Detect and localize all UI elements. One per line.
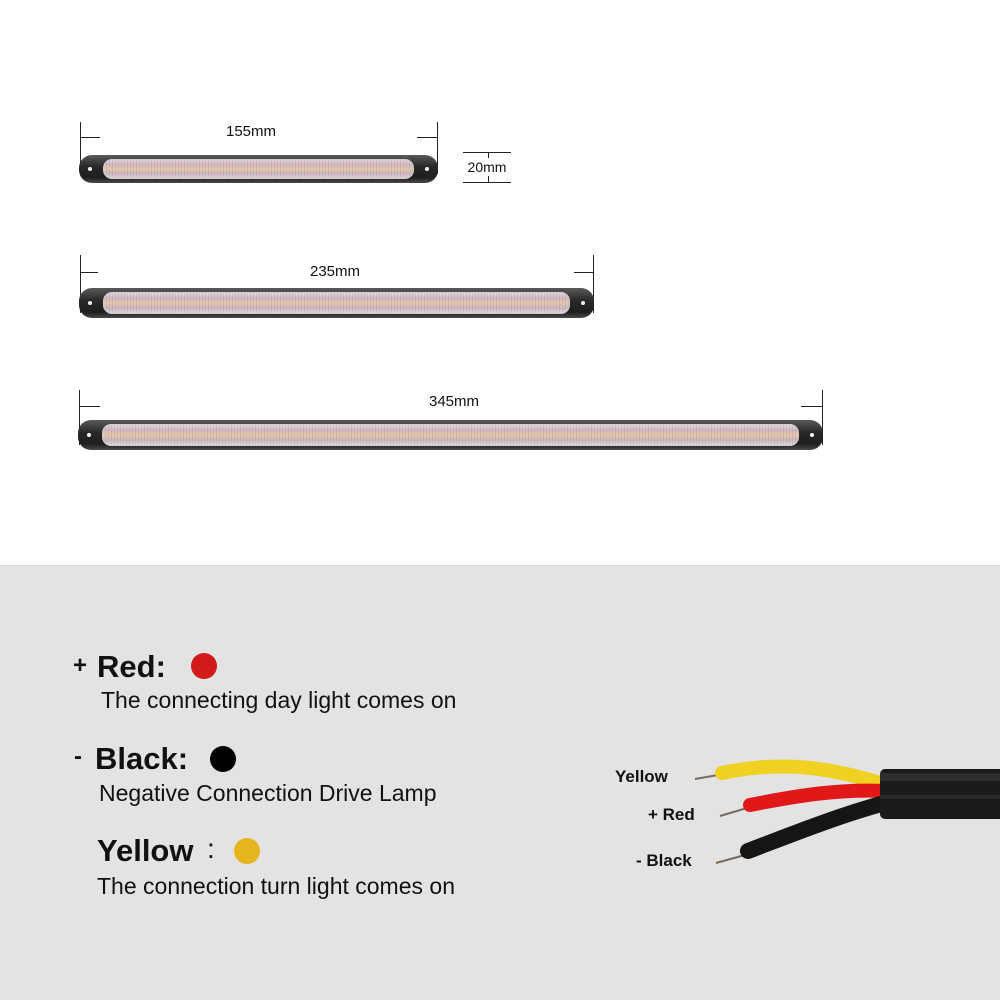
dim-arrow-right — [417, 137, 437, 138]
cable-illustration — [694, 759, 1000, 864]
height-top-line — [463, 152, 511, 153]
height-bottom-line — [463, 182, 511, 183]
dim-arrow-left — [80, 137, 100, 138]
dim-tick-right — [593, 255, 594, 313]
dim-arrow-right — [574, 272, 593, 273]
wire-label-red: + Red — [648, 805, 695, 824]
dim-tick-left — [80, 122, 81, 174]
dim-arrow-left — [79, 406, 100, 407]
lamp-bar-345mm — [78, 420, 823, 450]
dimensions-panel: 155mm 20mm 235mm 345mm — [78, 122, 823, 450]
led-lens — [103, 292, 570, 314]
lamp-bar-155mm — [79, 155, 438, 183]
legend-colon-yellow: : — [207, 833, 215, 864]
dim-tick-right — [822, 390, 823, 445]
dim-arrow-right — [801, 406, 822, 407]
legend-desc-black: Negative Connection Drive Lamp — [99, 780, 437, 806]
wire-label-yellow: Yellow — [615, 767, 668, 786]
dim-tick-left — [80, 255, 81, 313]
black-dot-icon — [210, 746, 236, 772]
red-dot-icon — [191, 653, 217, 679]
led-lens — [102, 424, 799, 446]
wire-label-black: - Black — [636, 851, 692, 870]
legend-desc-yellow: The connection turn light comes on — [97, 873, 455, 899]
height-label: 20mm — [467, 159, 507, 175]
wiring-panel: + Red: The connecting day light comes on… — [0, 565, 1000, 1000]
plus-sign: + — [73, 652, 88, 679]
legend-title-yellow: Yellow — [97, 833, 194, 868]
dim-tick-right — [437, 122, 438, 174]
yellow-dot-icon — [234, 838, 260, 864]
dim-arrow-left — [80, 272, 98, 273]
legend-title-red: Red: — [97, 649, 166, 684]
length-label-235: 235mm — [309, 263, 361, 280]
lamp-bar-235mm — [79, 288, 594, 318]
dim-tick-left — [79, 390, 80, 445]
legend-desc-red: The connecting day light comes on — [101, 687, 457, 713]
height-tick-bottom — [488, 176, 489, 182]
wire-diagram: Yellow + Red - Black — [600, 751, 1000, 891]
minus-sign: - — [74, 743, 82, 770]
length-label-155: 155mm — [225, 123, 277, 140]
led-lens — [103, 159, 414, 179]
legend-title-black: Black: — [95, 741, 189, 776]
length-label-345: 345mm — [428, 393, 480, 410]
height-tick-top — [488, 152, 489, 158]
